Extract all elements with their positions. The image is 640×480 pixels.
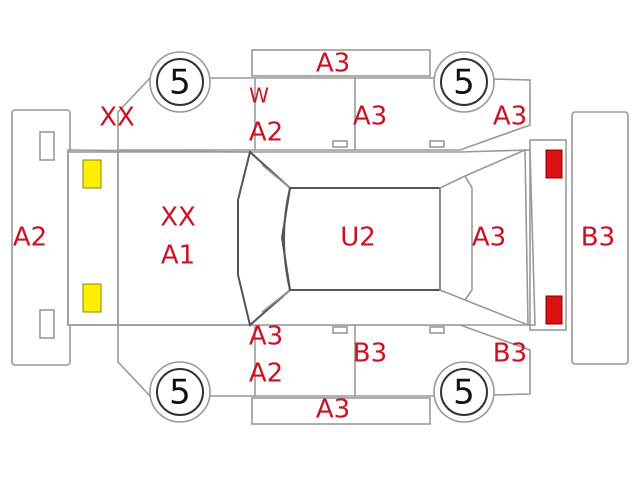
- tire-rear-top[interactable]: 5: [433, 51, 495, 113]
- label-front-left-fender: XX: [99, 103, 135, 133]
- front-bumper-vent-top: [39, 131, 55, 161]
- label-front-bumper: A2: [13, 223, 47, 253]
- rear-window-inner: [464, 175, 473, 301]
- front-grille: [67, 151, 119, 326]
- tire-rear-bottom[interactable]: 5: [433, 361, 495, 423]
- trunk-lid[interactable]: [529, 139, 567, 331]
- tire-front-top[interactable]: 5: [149, 51, 211, 113]
- bottom-front-door-handle: [332, 326, 348, 334]
- label-bottom-rocker: A3: [316, 395, 350, 425]
- tire-front-bottom-inner: [156, 368, 204, 416]
- top-front-door-handle: [332, 140, 348, 148]
- tire-rear-bottom-inner: [440, 368, 488, 416]
- label-bottom-pillar-line2: A2: [249, 359, 283, 389]
- tire-rear-bottom-value: 5: [453, 373, 475, 413]
- tire-rear-top-value: 5: [453, 63, 475, 103]
- rear-marker-top: [545, 149, 563, 179]
- tire-front-bottom[interactable]: 5: [149, 361, 211, 423]
- top-rocker-panel[interactable]: [251, 49, 431, 77]
- roof-panel[interactable]: [283, 187, 441, 291]
- bottom-rocker-panel[interactable]: [251, 397, 431, 425]
- front-marker-top: [82, 159, 102, 189]
- top-rear-door-handle: [429, 140, 445, 148]
- label-top-rocker: A3: [316, 49, 350, 79]
- label-hood-line2: A1: [161, 241, 195, 271]
- tire-rear-top-inner: [440, 58, 488, 106]
- windshield-pillars: [261, 164, 291, 313]
- tire-front-top-value: 5: [169, 63, 191, 103]
- label-top-pillar: A2: [249, 118, 283, 148]
- label-bottom-rear-door: B3: [353, 339, 387, 369]
- label-rear-window: A3: [472, 223, 506, 253]
- front-bumper-vent-bottom: [39, 309, 55, 339]
- label-roof: U2: [340, 223, 376, 253]
- label-hood-line1: XX: [160, 203, 196, 233]
- tire-front-bottom-value: 5: [169, 373, 191, 413]
- rear-bumper-panel[interactable]: [571, 111, 629, 365]
- label-bottom-pillar-line1: A3: [249, 322, 283, 352]
- tire-front-top-inner: [156, 58, 204, 106]
- label-top-pillar-w: W: [249, 84, 269, 108]
- top-side-body[interactable]: [117, 77, 531, 151]
- front-marker-bottom: [82, 283, 102, 313]
- label-bottom-rear-fender: B3: [493, 339, 527, 369]
- rear-marker-bottom: [545, 295, 563, 325]
- label-rear-bumper: B3: [581, 223, 615, 253]
- bottom-rear-door-handle: [429, 326, 445, 334]
- label-top-rear-door: A3: [353, 102, 387, 132]
- label-top-rear-fender: A3: [493, 102, 527, 132]
